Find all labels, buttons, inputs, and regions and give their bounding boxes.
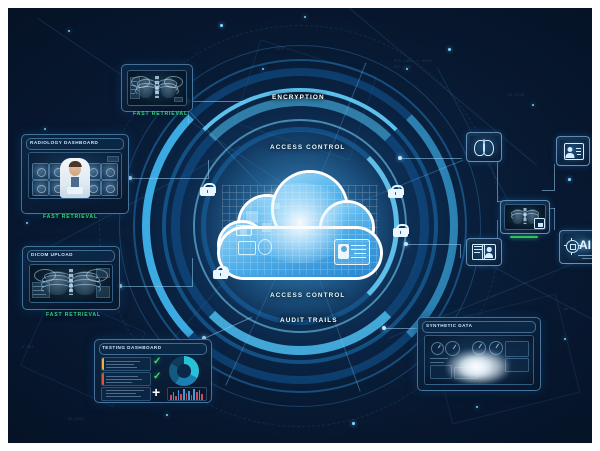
node-patient-id[interactable] — [556, 136, 590, 166]
dashboard-row-3[interactable] — [101, 387, 151, 401]
caption-fast-retrieval-left: FAST RETRIEVAL — [46, 312, 101, 318]
panel-title-radiology: RADIOLOGY DASHBOARD — [30, 140, 99, 145]
panel-xray-left[interactable]: DICOM UPLOAD — [22, 246, 120, 310]
panel-radiology-dashboard[interactable]: RADIOLOGY DASHBOARD — [21, 134, 129, 214]
cloud-icon — [216, 167, 384, 285]
node-report[interactable] — [466, 238, 502, 266]
lock-icon-top-right — [388, 185, 404, 198]
lock-icon-bottom-right — [393, 224, 409, 237]
caption-fast-retrieval-top: FAST RETRIEVAL — [133, 111, 188, 117]
chest-xray-icon — [29, 264, 113, 303]
id-card-icon — [334, 238, 370, 265]
panel-testing-dashboard[interactable]: TESTING DASHBOARD ✓ ✓ + — [94, 339, 212, 403]
patient-id-icon — [564, 143, 584, 160]
dashboard-row-2[interactable] — [101, 372, 151, 386]
ai-label: AI — [579, 238, 591, 252]
radiologist-icon — [28, 152, 122, 199]
status-bar-green — [510, 236, 538, 238]
panel-synthetic-data[interactable]: SYNTHETIC DATA — [417, 317, 541, 391]
donut-chart — [169, 356, 199, 386]
panel-title-testing-dashboard: TESTING DASHBOARD — [102, 345, 162, 350]
ring-label-encryption: ENCRYPTION — [272, 94, 325, 101]
panel-title-synthetic-data: SYNTHETIC DATA — [426, 323, 473, 328]
ring-label-audit-trails: AUDIT TRAILS — [280, 317, 338, 324]
synthetic-scan-icon — [424, 335, 534, 385]
panel-title-dicom: DICOM UPLOAD — [31, 252, 73, 257]
node-chest-xray[interactable] — [500, 200, 550, 234]
person-icon — [482, 244, 496, 260]
lock-icon-top-left — [200, 183, 216, 196]
medical-cross-icon: + — [152, 384, 161, 400]
bar-chart — [167, 387, 207, 401]
ai-chip-icon — [564, 238, 581, 255]
caption-fast-retrieval-doctor: FAST RETRIEVAL — [43, 214, 98, 220]
chest-xray-icon — [127, 70, 187, 106]
lock-icon-bottom-left — [213, 266, 229, 279]
panel-xray-top[interactable] — [121, 64, 193, 112]
node-brain-scan[interactable] — [466, 132, 502, 162]
node-ai-chip[interactable]: AI — [559, 230, 592, 264]
check-icon-1: ✓ — [153, 356, 162, 367]
infographic-scene: SYS 4401 // NODE SEC.0197 DX-2048 343 RD… — [8, 8, 592, 443]
check-icon-2: ✓ — [153, 371, 162, 382]
dashboard-row-1[interactable] — [101, 357, 151, 371]
